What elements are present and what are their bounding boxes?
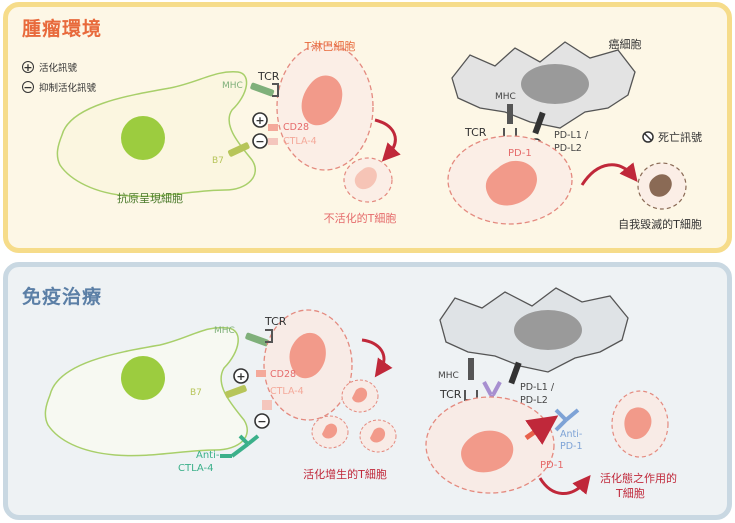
anti-pd1-label-2: PD-1	[560, 441, 583, 452]
ctla4-label-bottom: CTLA-4	[270, 386, 304, 397]
plus-icon: +	[22, 60, 34, 74]
mhc2-label: MHC	[495, 92, 516, 102]
inactive-t-label: 不活化的T細胞	[324, 211, 397, 225]
b7-receptor	[227, 142, 250, 157]
cd28-label-bottom: CD28	[270, 369, 296, 380]
cd28-receptor-bottom	[256, 370, 266, 377]
tcr-label: TCR	[257, 70, 280, 83]
legend-inhibit: − 抑制活化訊號	[22, 80, 96, 94]
svg-text:−: −	[257, 415, 266, 428]
mhc-label-bottom: MHC	[214, 326, 235, 336]
anti-ctla4-label-2: CTLA-4	[178, 463, 213, 474]
proliferation-arrow	[361, 338, 393, 378]
t-cell-attacked-nucleus	[485, 160, 537, 206]
t-cell-bottom-nucleus	[289, 332, 326, 379]
mhc-receptor-bottom	[245, 332, 270, 347]
activate-signal-icon	[252, 112, 268, 128]
b7-label: B7	[212, 156, 224, 166]
proliferating-t-label: 活化增生的T細胞	[303, 467, 387, 481]
immunotherapy-title: 免疫治療	[22, 286, 103, 308]
inhibit-signal-glyph: −	[255, 135, 264, 148]
activate-signal-glyph: +	[255, 114, 264, 127]
ctla4-receptor	[268, 138, 278, 145]
cancer-label: 癌細胞	[609, 37, 642, 51]
mhc2-receptor	[507, 104, 513, 124]
cd28-label: CD28	[283, 122, 309, 133]
ctla4-label: CTLA-4	[283, 136, 317, 147]
apc-nucleus	[121, 116, 165, 160]
active-t-label-2: T細胞	[615, 487, 645, 500]
mhc2-receptor-bottom	[468, 358, 474, 380]
cancer-nucleus-bottom	[514, 310, 582, 350]
tumor-environment-title: 腫瘤環境	[22, 18, 103, 40]
tcr-receptor	[272, 83, 279, 97]
b7-receptor-bottom	[224, 385, 247, 399]
pd1-label-bottom: PD-1	[540, 460, 564, 471]
pdl-label-bottom-1: PD-L1 /	[520, 382, 555, 393]
cd28-receptor	[268, 124, 278, 131]
anti-pd1-antibody	[554, 408, 580, 432]
tcr-receptor-bottom	[265, 329, 273, 343]
active-t-label-1: 活化態之作用的	[600, 471, 677, 485]
t-cell-nucleus	[301, 75, 343, 126]
inactive-t-nucleus	[354, 167, 377, 190]
b7-label-bottom: B7	[190, 388, 202, 398]
active-t-nucleus	[624, 407, 652, 440]
inhibit-signal-icon	[252, 133, 268, 149]
svg-text:+: +	[236, 370, 245, 383]
apc-nucleus-bottom	[121, 356, 165, 400]
pd1-label: PD-1	[508, 148, 532, 159]
t-cell-label: T淋巴細胞	[304, 40, 356, 53]
tcr2-label-bottom: TCR	[439, 388, 462, 401]
apoptotic-t-nucleus	[649, 174, 672, 197]
activate-signal-icon-bottom	[233, 368, 249, 384]
tcr-label-bottom: TCR	[264, 315, 287, 328]
apc-label: 抗原呈現細胞	[117, 191, 183, 205]
apoptosis-arrow	[580, 162, 638, 186]
anti-pd1-label-1: Anti-	[560, 429, 582, 440]
inactivation-arrow	[374, 118, 401, 162]
death-signal-label: 死亡訊號	[658, 130, 702, 144]
pdl-label-bottom-2: PD-L2	[520, 395, 548, 406]
pdl-receptor	[532, 111, 546, 135]
anti-ctla4-antibody	[220, 434, 260, 458]
activation-arrow	[538, 475, 591, 495]
legend-inhibit-label: 抑制活化訊號	[39, 83, 97, 94]
pd1-pointer-arrow	[524, 415, 559, 445]
pdl-label-1: PD-L1 /	[554, 130, 589, 141]
ctla4-receptor-bottom	[262, 400, 272, 410]
legend-activate-label: 活化訊號	[39, 63, 78, 74]
inhibit-signal-icon-bottom	[254, 413, 270, 429]
anti-ctla4-label-1: Anti-	[196, 450, 220, 461]
pdl-label-2: PD-L2	[554, 143, 582, 154]
pdl-receptor-bottom	[508, 361, 522, 385]
t-cell-protected-nucleus	[461, 430, 514, 473]
legend-activate: + 活化訊號	[22, 60, 77, 74]
cancer-nucleus	[521, 64, 589, 104]
mhc-receptor	[250, 82, 275, 97]
mhc2-label-bottom: MHC	[438, 371, 459, 381]
minus-icon: −	[22, 80, 34, 94]
apoptotic-t-label: 自我毀滅的T細胞	[618, 217, 702, 231]
tcr2-label: TCR	[464, 126, 487, 139]
mhc-label: MHC	[222, 81, 243, 91]
